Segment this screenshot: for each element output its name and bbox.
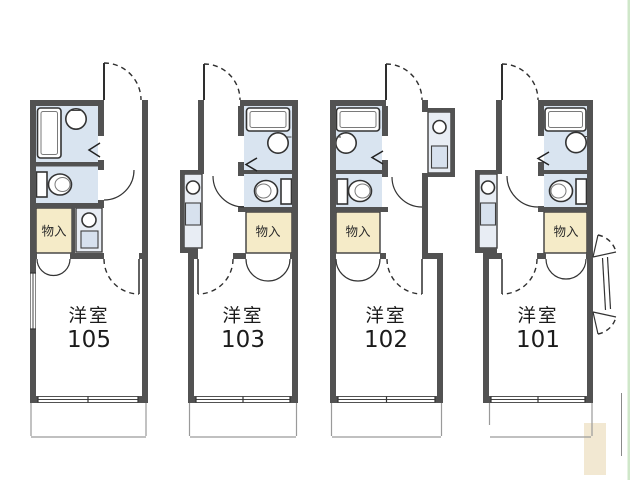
bottom-window — [195, 396, 291, 403]
sink-icon — [479, 202, 497, 226]
bottom-window — [37, 396, 139, 403]
balcony-outline — [188, 403, 298, 438]
burner-icon — [185, 180, 201, 195]
room-number-label: 102 — [364, 327, 408, 353]
washbasin-icon — [266, 132, 292, 155]
balcony-outline — [330, 403, 443, 438]
sink-icon — [80, 230, 99, 249]
walls — [475, 100, 593, 403]
sink-icon — [184, 202, 202, 226]
left-window — [30, 272, 36, 330]
toilet-door-swing-arc — [391, 176, 423, 208]
washbasin-icon — [334, 132, 357, 155]
toilet-icon — [35, 171, 73, 198]
entry-door-swing-arc — [385, 63, 423, 101]
walls — [330, 100, 455, 403]
right-border-line — [627, 0, 630, 480]
unit-102: 洋室 102 物入 — [330, 63, 455, 438]
room-door-swing-arc — [103, 258, 140, 295]
bathroom-folding-door-arrow — [244, 157, 258, 172]
toilet-door-swing-arc — [103, 169, 135, 201]
closet-door-arcs — [545, 258, 587, 280]
unit-101: 洋室 101 物入 — [475, 63, 593, 438]
burner-icon — [432, 119, 447, 135]
room-number-label: 101 — [516, 327, 560, 353]
closet-label: 物入 — [41, 224, 67, 239]
bottom-window — [337, 396, 436, 403]
bathroom-folding-door-arrow — [87, 142, 101, 158]
closet-door-arcs — [245, 258, 291, 282]
washbasin-icon — [65, 108, 88, 131]
room-number-label: 103 — [221, 327, 265, 353]
ground-shading — [584, 423, 606, 475]
balcony-outline — [488, 403, 593, 438]
unit-103: 洋室 103 物入 — [180, 63, 298, 438]
entry-door-swing-arc — [501, 63, 539, 101]
exterior-stair-gates — [592, 234, 617, 335]
room-door-swing-arc — [386, 258, 423, 295]
toilet-door-swing-arc — [506, 175, 539, 208]
entry-door-swing-arc — [103, 62, 142, 101]
burner-icon — [480, 180, 496, 195]
burner-icon — [81, 212, 97, 228]
bathtub-icon — [36, 107, 62, 159]
unit-105: 洋室 105 物入 — [30, 62, 148, 438]
closet-door-arcs — [36, 258, 71, 277]
bathtub-icon — [335, 107, 381, 132]
room-type-label: 洋室 — [68, 306, 109, 327]
room-door-swing-arc — [197, 258, 234, 295]
toilet-icon — [336, 178, 373, 205]
room-type-label: 洋室 — [222, 306, 263, 327]
stair-rails — [601, 256, 612, 311]
toilet-icon — [253, 178, 293, 205]
bottom-window — [490, 396, 586, 403]
entry-door-swing-arc — [203, 63, 241, 101]
bathroom-folding-door-arrow — [536, 151, 550, 166]
sink-icon — [430, 145, 449, 169]
balcony-outline — [30, 403, 147, 438]
closet-door-arcs — [335, 258, 381, 282]
toilet-icon — [548, 178, 588, 205]
bathtub-icon — [544, 107, 587, 132]
room-type-label: 洋室 — [517, 306, 558, 327]
toilet-door-swing-arc — [212, 175, 245, 208]
bathroom-folding-door-arrow — [370, 150, 384, 165]
closet-label: 物入 — [255, 224, 281, 239]
closet-label: 物入 — [553, 224, 579, 239]
walls — [180, 100, 298, 403]
room-door-swing-arc — [501, 258, 538, 295]
room-type-label: 洋室 — [365, 306, 406, 327]
room-number-label: 105 — [67, 327, 111, 353]
washbasin-icon — [564, 131, 587, 154]
closet-label: 物入 — [345, 224, 371, 239]
gate-door-upper — [592, 234, 617, 258]
bathtub-icon — [245, 107, 291, 132]
gate-door-lower — [592, 311, 617, 335]
